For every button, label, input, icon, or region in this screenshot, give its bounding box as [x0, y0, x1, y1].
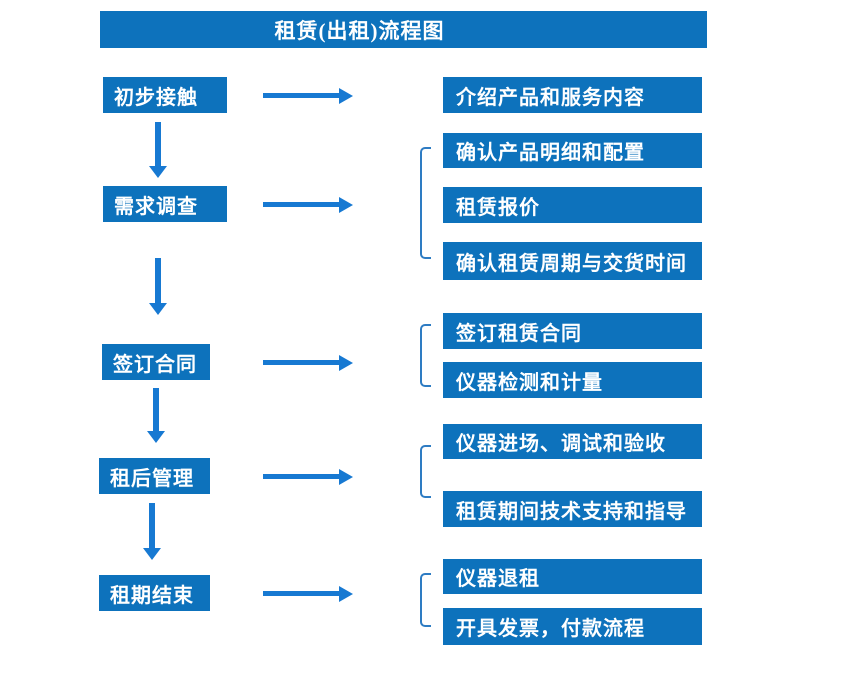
- right-arrow-1: [263, 87, 353, 104]
- right-arrow-5: [263, 585, 353, 602]
- step-box-rental-end: 租期结束: [99, 575, 210, 611]
- output-rental-quote: 租赁报价: [443, 187, 702, 223]
- group-bracket-5: [420, 573, 431, 627]
- down-arrow-3: [147, 388, 165, 443]
- output-invoice-payment: 开具发票，付款流程: [443, 608, 702, 645]
- group-bracket-2: [420, 147, 431, 259]
- output-instrument-testing: 仪器检测和计量: [443, 362, 702, 398]
- step-box-post-rental-management: 租后管理: [99, 458, 210, 494]
- down-arrow-2: [149, 258, 167, 315]
- output-rental-tech-support: 租赁期间技术支持和指导: [443, 491, 702, 527]
- right-arrow-4: [263, 468, 353, 485]
- output-confirm-rental-period: 确认租赁周期与交货时间: [443, 242, 702, 280]
- right-arrow-2: [263, 196, 353, 213]
- output-confirm-product-details: 确认产品明细和配置: [443, 133, 702, 168]
- output-instrument-return: 仪器退租: [443, 559, 702, 594]
- step-box-demand-survey: 需求调查: [103, 186, 227, 222]
- step-box-sign-contract: 签订合同: [102, 344, 210, 380]
- output-instrument-setup-acceptance: 仪器进场、调试和验收: [443, 424, 702, 459]
- output-introduce-products: 介绍产品和服务内容: [443, 77, 702, 113]
- step-box-initial-contact: 初步接触: [103, 77, 227, 113]
- down-arrow-4: [143, 503, 161, 560]
- output-sign-rental-contract: 签订租赁合同: [443, 313, 702, 349]
- flowchart-title: 租赁(出租)流程图: [100, 11, 707, 48]
- down-arrow-1: [149, 122, 167, 178]
- group-bracket-3: [420, 324, 431, 387]
- right-arrow-3: [263, 354, 353, 371]
- group-bracket-4: [420, 445, 431, 498]
